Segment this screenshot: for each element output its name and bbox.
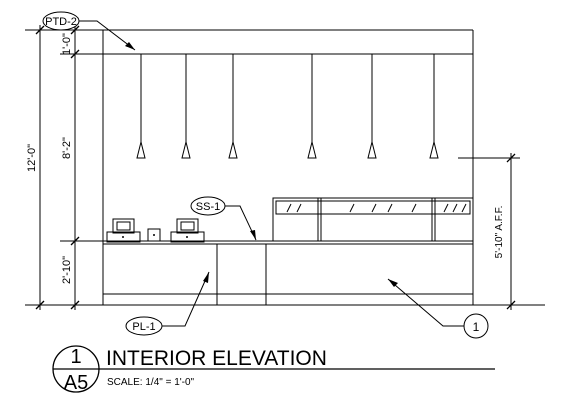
pendant-lights — [136, 54, 439, 159]
dimension-middle: 8'-2" — [61, 137, 73, 159]
dimension-bottom: 2'-10" — [61, 256, 73, 284]
tag-ptd-2-label: PTD-2 — [45, 16, 77, 28]
display-case — [272, 197, 474, 242]
pendant-light — [181, 54, 191, 159]
pendant-light — [136, 54, 146, 159]
drawing-title: INTERIOR ELEVATION — [106, 347, 327, 370]
tag-ss-1-label: SS-1 — [196, 201, 220, 213]
wall-outline — [102, 29, 545, 306]
counter-casework — [102, 240, 474, 306]
title-block — [52, 345, 495, 393]
tag-detail-1 — [387, 278, 489, 339]
dimension-line-right — [458, 153, 520, 310]
tag-ss-1 — [190, 196, 257, 241]
dimension-right: 5'-10" A.F.F. — [494, 206, 505, 259]
tag-pl-1 — [125, 271, 210, 336]
dimension-lines-left — [25, 25, 105, 310]
pendant-light — [307, 54, 317, 159]
dimension-top: 1'-0" — [61, 33, 73, 55]
dimension-overall: 12'-0" — [26, 144, 38, 172]
countertop-items — [106, 218, 205, 243]
pendant-light — [367, 54, 377, 159]
sheet-id: A5 — [64, 372, 88, 394]
tag-detail-1-label: 1 — [473, 320, 480, 334]
tag-pl-1-label: PL-1 — [132, 321, 155, 333]
sheet-number: 1 — [70, 346, 81, 368]
tag-ptd-2 — [42, 11, 136, 51]
drawing-scale: SCALE: 1/4" = 1'-0" — [107, 377, 195, 388]
pendant-light — [429, 54, 439, 159]
pendant-light — [228, 54, 238, 159]
